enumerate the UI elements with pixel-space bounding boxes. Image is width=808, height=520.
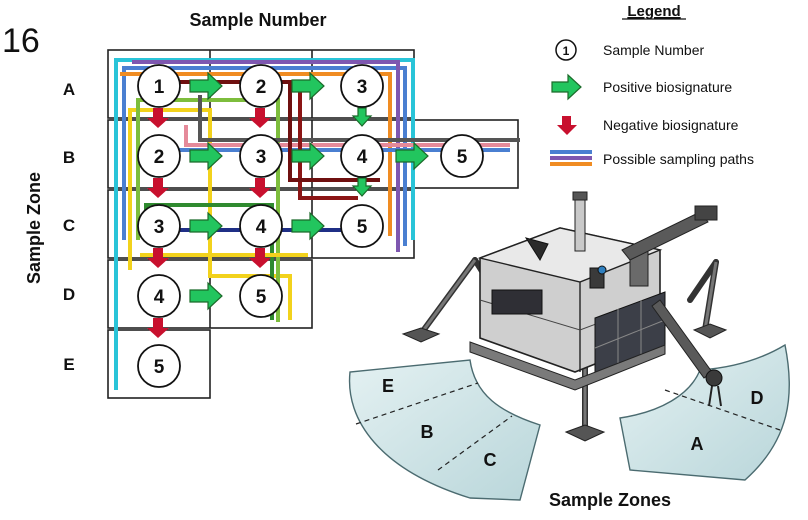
positive-arrow (189, 71, 223, 101)
negative-arrows (147, 108, 271, 338)
negative-arrow (249, 248, 271, 268)
legend-label: Possible sampling paths (603, 151, 754, 167)
sample-cell-e5: 5 (137, 344, 181, 388)
colored-lines-icon (550, 150, 592, 166)
negative-arrow (147, 318, 169, 338)
path-purple (132, 60, 400, 252)
legend-title: Legend (627, 3, 680, 20)
zone-region-right (619, 343, 790, 481)
negative-arrow (249, 108, 271, 128)
path-darkred (180, 80, 380, 182)
path-maroon (298, 90, 358, 200)
zone-region-left (348, 359, 541, 501)
legend: Legend 1 Sample Number Positive biosigna… (550, 3, 754, 167)
sample-number: 1 (154, 77, 165, 98)
sample-circles: 1 2 3 2 3 4 5 3 4 5 4 5 5 (137, 64, 484, 388)
sample-number: 4 (154, 287, 165, 308)
sample-number: 3 (154, 217, 165, 238)
green-arrow-icon (551, 73, 582, 101)
column-header: Sample Number (189, 10, 326, 30)
row-header: Sample Zone (24, 172, 44, 284)
sample-number: 3 (256, 147, 267, 168)
sample-number: 4 (256, 217, 267, 238)
positive-arrow (189, 281, 223, 311)
robotic-arm (621, 205, 723, 407)
path-pink (184, 125, 510, 147)
positive-arrow (291, 141, 325, 171)
sample-cell-b3: 3 (239, 134, 283, 178)
row-label-e: E (63, 355, 74, 374)
negative-arrow (147, 248, 169, 268)
path-gray (198, 95, 520, 142)
red-down-arrow-icon (557, 116, 577, 135)
zone-label-d: D (751, 388, 764, 408)
legend-label: Negative biosignature (603, 117, 739, 133)
legend-item-negative: Negative biosignature (557, 116, 739, 135)
sample-cell-c5: 5 (340, 204, 384, 248)
sample-cell-a3: 3 (340, 64, 384, 108)
sample-cell-a1: 1 (137, 64, 181, 108)
positive-arrow (291, 211, 325, 241)
sample-number: 2 (256, 77, 267, 98)
row-label-b: B (63, 148, 75, 167)
sample-cell-b5: 5 (440, 134, 484, 178)
positive-arrow (189, 211, 223, 241)
positive-arrow (189, 141, 223, 171)
sample-cell-a2: 2 (239, 64, 283, 108)
sample-number: 4 (357, 147, 368, 168)
negative-arrow (147, 178, 169, 198)
legend-item-sample-number: 1 Sample Number (555, 39, 704, 61)
row-labels: A B C D E (63, 80, 75, 374)
sample-number: 5 (154, 357, 165, 378)
zone-label-b: B (421, 422, 434, 442)
numbered-circle-icon (555, 39, 577, 61)
negative-arrow (147, 108, 169, 128)
positive-arrow (291, 71, 325, 101)
positive-arrow (351, 177, 373, 197)
path-green (136, 98, 280, 322)
sample-number: 5 (357, 217, 368, 238)
path-orange (120, 72, 392, 236)
lander-illustration: E B C A D Sample Zones (348, 191, 790, 510)
sample-number: 3 (357, 77, 368, 98)
positive-arrows (189, 71, 429, 311)
grid-row-b (107, 119, 519, 189)
zone-label-a: A (691, 434, 704, 454)
negative-arrow (249, 178, 271, 198)
path-yellow (128, 108, 292, 320)
row-label-c: C (63, 216, 75, 235)
legend-symbol: 1 (563, 44, 570, 58)
row-label-a: A (63, 80, 75, 99)
positive-arrow (395, 141, 429, 171)
sample-cell-b2: 2 (137, 134, 181, 178)
sample-cell-c4: 4 (239, 204, 283, 248)
zone-label-e: E (382, 376, 394, 396)
corner-fragment-text: 16 (2, 22, 40, 60)
sample-number: 5 (256, 287, 267, 308)
row-label-d: D (63, 285, 75, 304)
sample-cell-d4: 4 (137, 274, 181, 318)
legend-item-positive: Positive biosignature (551, 73, 732, 101)
positive-arrow (351, 107, 373, 127)
legend-label: Positive biosignature (603, 79, 732, 95)
legend-label: Sample Number (603, 42, 704, 58)
legend-item-paths: Possible sampling paths (550, 150, 754, 167)
sample-cell-b4: 4 (340, 134, 384, 178)
sample-number: 2 (154, 147, 165, 168)
zones-caption: Sample Zones (549, 490, 671, 510)
zone-label-c: C (484, 450, 497, 470)
sample-number: 5 (457, 147, 468, 168)
sample-cell-c3: 3 (137, 204, 181, 248)
sample-cell-d5: 5 (239, 274, 283, 318)
